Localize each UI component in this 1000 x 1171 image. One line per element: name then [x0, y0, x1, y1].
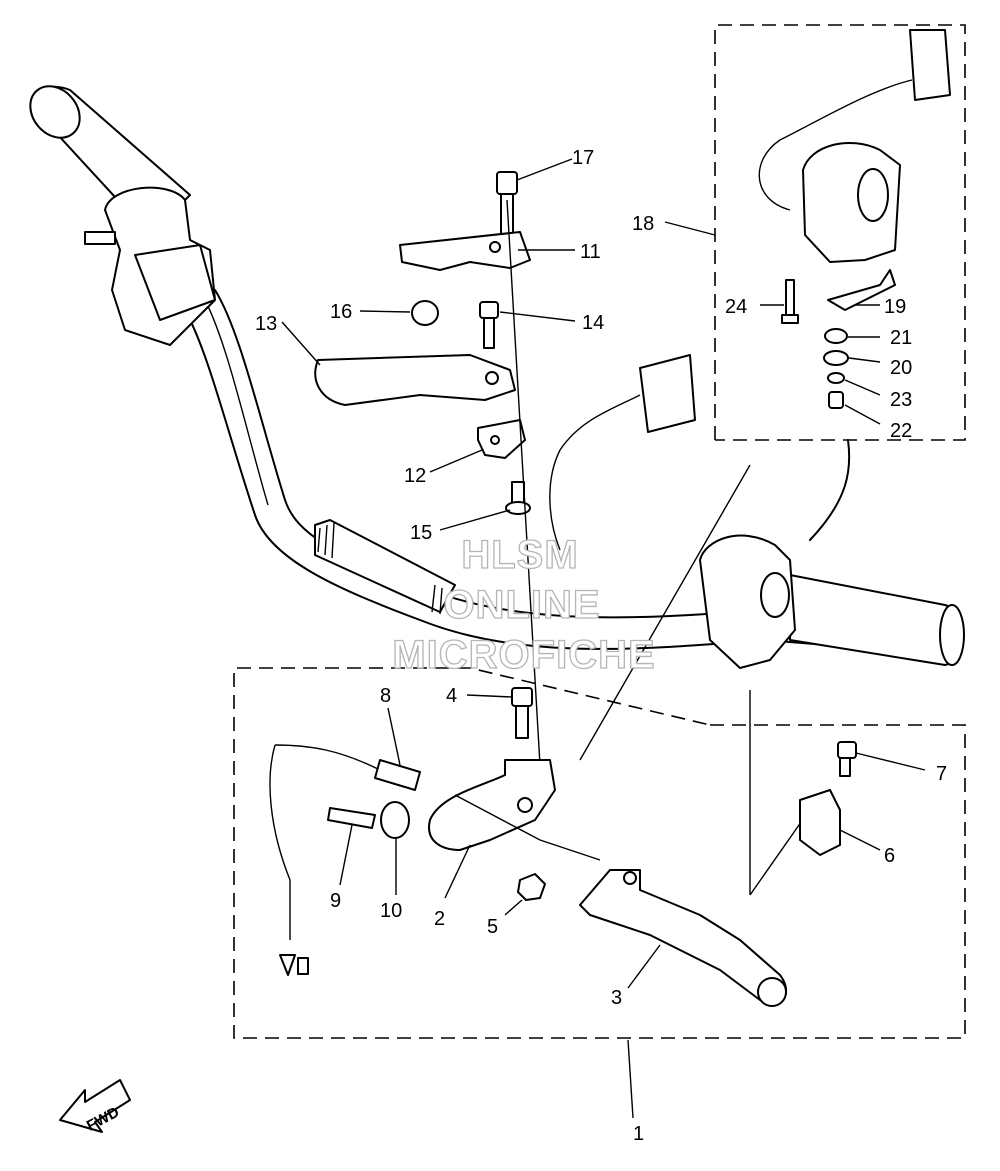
watermark: HLSM ONLINE MICROFICHE: [392, 532, 656, 677]
part-12-plate: [477, 419, 526, 459]
callout-18: 18: [632, 213, 654, 235]
callout-11: 11: [580, 241, 601, 263]
callout-8: 8: [380, 685, 391, 707]
callout-6: 6: [884, 845, 895, 867]
callout-24: 24: [725, 296, 747, 318]
callout-21: 21: [890, 327, 912, 349]
part-11-bracket: [399, 231, 531, 271]
part-17-bolt: [496, 171, 518, 239]
part-18-switch: [758, 29, 951, 263]
part-24-screw: [781, 279, 799, 324]
right-switch-connector: [549, 354, 696, 551]
part-4-bolt: [511, 687, 533, 739]
callout-15: 15: [410, 522, 432, 544]
part-23-washer: [827, 372, 845, 384]
callout-3: 3: [611, 987, 622, 1009]
callout-16: 16: [330, 301, 352, 323]
watermark-line-3: MICROFICHE: [392, 633, 655, 677]
watermark-line-1: HLSM: [461, 533, 578, 577]
part-19-clamp: [827, 269, 896, 311]
lever-assembly-box: [233, 667, 966, 1039]
callout-7: 7: [936, 763, 947, 785]
handlebar: [189, 289, 965, 666]
switch-assembly-box: [714, 24, 966, 441]
callout-10: 10: [380, 900, 402, 922]
callout-22: 22: [890, 420, 912, 442]
callout-20: 20: [890, 357, 912, 379]
callout-labels: 1 2 3 4 5 6 7 8 9 10 11 12 13 14 15 16 1…: [255, 147, 947, 1145]
part-8-cable-adjuster: [269, 744, 421, 940]
part-16-cap: [411, 300, 439, 326]
part-20-washer: [823, 350, 849, 366]
cable-end: [279, 954, 309, 976]
callout-19: 19: [884, 296, 906, 318]
callout-9: 9: [330, 890, 341, 912]
callout-1: 1: [633, 1123, 644, 1145]
part-2-lever-holder: [428, 759, 556, 851]
callout-12: 12: [404, 465, 426, 487]
callout-13: 13: [255, 313, 277, 335]
part-22-screw: [828, 391, 844, 409]
part-7-bolt: [837, 741, 857, 777]
part-10-knob: [380, 801, 410, 839]
part-3-clutch-lever: [579, 869, 787, 1007]
part-13-lever: [314, 354, 516, 406]
part-9-screw: [327, 807, 376, 829]
watermark-line-2: ONLINE: [443, 583, 600, 627]
callout-14: 14: [582, 312, 604, 334]
callout-5: 5: [487, 916, 498, 938]
part-5-nut: [517, 873, 546, 901]
leader-lines: [281, 158, 926, 1119]
part-15-screw: [505, 481, 531, 515]
part-6-clamp: [799, 789, 841, 856]
master-cylinder: [84, 186, 216, 346]
right-switch-body: [699, 534, 796, 669]
part-14-bolt: [479, 301, 499, 349]
fwd-arrow-icon: FWD: [59, 1079, 131, 1135]
part-21-nut: [824, 328, 848, 344]
callout-17: 17: [572, 147, 594, 169]
callout-4: 4: [446, 685, 457, 707]
callout-2: 2: [434, 908, 445, 930]
callout-23: 23: [890, 389, 912, 411]
